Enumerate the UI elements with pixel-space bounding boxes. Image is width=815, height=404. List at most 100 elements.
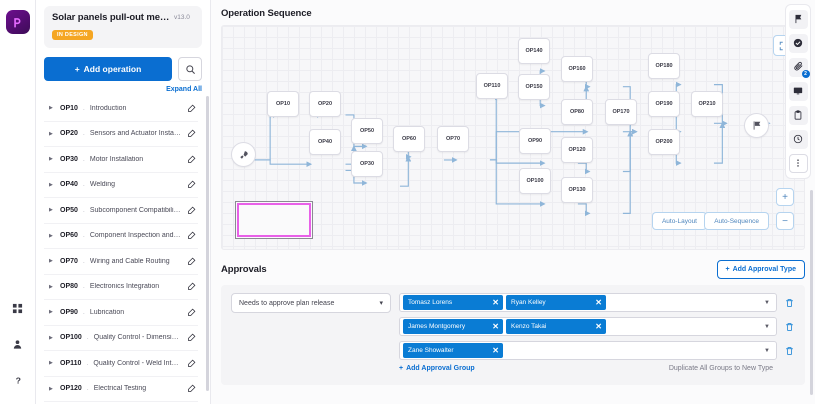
clipboard-button[interactable] [788,106,808,125]
sidebar-item-op40[interactable]: ▶ OP40 . Welding [44,173,198,198]
sequence-node-op180[interactable]: OP180 [648,53,680,79]
add-approval-group-button[interactable]: + Add Approval Group [399,365,475,372]
chevron-right-icon[interactable]: ▶ [49,360,53,367]
edit-icon[interactable] [187,282,198,291]
sidebar-item-op10[interactable]: ▶ OP10 . Introduction [44,96,198,122]
start-node[interactable] [231,142,256,167]
sequence-node-op10[interactable]: OP10 [267,91,299,117]
edit-icon[interactable] [187,180,198,189]
minimap[interactable] [235,201,313,239]
edit-icon[interactable] [187,155,198,164]
sequence-node-op30[interactable]: OP30 [351,151,383,177]
expand-all-link[interactable]: Expand All [166,86,202,93]
edit-icon[interactable] [187,231,198,240]
approvers-field[interactable]: Tomasz Lorens ✕ Ryan Kelley ✕ ▼ [399,293,777,312]
sidebar-item-op30[interactable]: ▶ OP30 . Motor Installation [44,147,198,173]
chevron-right-icon[interactable]: ▶ [49,232,53,239]
sidebar-item-op20[interactable]: ▶ OP20 . Sensors and Actuator Installati… [44,122,198,147]
sequence-node-op130[interactable]: OP130 [561,177,593,203]
sequence-node-op40[interactable]: OP40 [309,129,341,155]
sidebar-scrollbar[interactable] [206,96,209,391]
chevron-right-icon[interactable]: ▶ [49,207,53,214]
x-icon[interactable]: ✕ [492,345,499,355]
sidebar-item-op120[interactable]: ▶ OP120 . Electrical Testing [44,377,198,402]
sequence-node-op20[interactable]: OP20 [309,91,341,117]
edit-icon[interactable] [187,384,198,393]
chevron-right-icon[interactable]: ▶ [49,181,53,188]
chevron-down-icon[interactable]: ▼ [764,347,770,354]
sequence-node-op140[interactable]: OP140 [518,38,550,64]
check-circle-button[interactable] [788,34,808,53]
sequence-node-op210[interactable]: OP210 [691,91,723,117]
chevron-right-icon[interactable]: ▶ [49,258,53,265]
sequence-node-op50[interactable]: OP50 [351,118,383,144]
x-icon[interactable]: ✕ [492,297,499,307]
sequence-node-op100[interactable]: OP100 [519,168,551,194]
chevron-right-icon[interactable]: ▶ [49,105,53,112]
duplicate-groups-link[interactable]: Duplicate All Groups to New Type [668,365,773,372]
sequence-node-op120[interactable]: OP120 [561,137,593,163]
zoom-in-button[interactable]: + [776,188,794,206]
add-operation-button[interactable]: + Add operation [44,57,172,81]
auto-sequence-button[interactable]: Auto-Sequence [704,212,769,230]
approvers-field[interactable]: Zane Showalter ✕ ▼ [399,341,777,360]
sequence-node-op150[interactable]: OP150 [518,74,550,100]
auto-layout-button[interactable]: Auto-Layout [651,212,707,230]
search-button[interactable] [178,57,202,81]
sequence-canvas[interactable]: OP10 OP20 OP40 OP30 OP50 OP60 OP70 OP110… [221,25,805,250]
edit-icon[interactable] [187,104,198,113]
project-card[interactable]: Solar panels pull-out mech... v13.0 IN D… [44,6,202,48]
sequence-node-op60[interactable]: OP60 [393,126,425,152]
x-icon[interactable]: ✕ [595,321,602,331]
person-icon[interactable] [6,332,30,356]
monitor-button[interactable] [788,82,808,101]
chevron-down-icon[interactable]: ▼ [764,299,770,306]
sequence-node-op70[interactable]: OP70 [437,126,469,152]
zoom-out-button[interactable]: − [776,212,794,230]
edit-icon[interactable] [187,308,198,317]
chevron-right-icon[interactable]: ▶ [49,283,53,290]
sequence-node-op160[interactable]: OP160 [561,56,593,82]
flag-button[interactable] [788,10,808,29]
history-button[interactable] [788,130,808,149]
edit-icon[interactable] [187,257,198,266]
sidebar-item-op50[interactable]: ▶ OP50 . Subcomponent Compatibility Chec… [44,198,198,224]
chevron-right-icon[interactable]: ▶ [49,385,53,392]
approver-chip[interactable]: Ryan Kelley ✕ [506,295,606,310]
approval-type-select[interactable]: Needs to approve plan release ▾ [231,293,391,313]
sidebar-item-op60[interactable]: ▶ OP60 . Component Inspection and Verifi… [44,224,198,249]
chevron-right-icon[interactable]: ▶ [49,156,53,163]
chevron-down-icon[interactable]: ▼ [764,323,770,330]
more-options-button[interactable] [788,154,808,173]
app-logo[interactable] [5,10,30,34]
sidebar-item-op100[interactable]: ▶ OP100 . Quality Control - Dimensional … [44,326,198,351]
approver-chip[interactable]: Kenzo Takai ✕ [506,319,606,334]
x-icon[interactable]: ✕ [595,297,602,307]
sidebar-item-op80[interactable]: ▶ OP80 . Electronics Integration [44,275,198,300]
approvers-field[interactable]: James Montgomery ✕ Kenzo Takai ✕ ▼ [399,317,777,336]
end-node[interactable] [744,113,769,138]
sequence-node-op200[interactable]: OP200 [648,129,680,155]
approver-chip[interactable]: James Montgomery ✕ [403,319,503,334]
approver-chip[interactable]: Tomasz Lorens ✕ [403,295,503,310]
edit-icon[interactable] [187,333,198,342]
trash-icon[interactable] [783,298,795,308]
sequence-node-op110[interactable]: OP110 [476,73,508,99]
sequence-node-op80[interactable]: OP80 [561,99,593,125]
sidebar-item-op110[interactable]: ▶ OP110 . Quality Control - Weld Integri… [44,351,198,377]
approver-chip[interactable]: Zane Showalter ✕ [403,343,503,358]
trash-icon[interactable] [783,322,795,332]
sidebar-item-op70[interactable]: ▶ OP70 . Wiring and Cable Routing [44,249,198,275]
trash-icon[interactable] [783,346,795,356]
chevron-right-icon[interactable]: ▶ [49,309,53,316]
edit-icon[interactable] [187,129,198,138]
sequence-node-op170[interactable]: OP170 [605,99,637,125]
sequence-node-op90[interactable]: OP90 [519,128,551,154]
edit-icon[interactable] [187,206,198,215]
chevron-right-icon[interactable]: ▶ [49,334,53,341]
chevron-right-icon[interactable]: ▶ [49,130,53,137]
minimap-viewport[interactable] [237,203,311,237]
main-scrollbar[interactable] [810,190,813,395]
grid-icon[interactable] [6,296,30,320]
add-approval-type-button[interactable]: + Add Approval Type [716,260,805,279]
